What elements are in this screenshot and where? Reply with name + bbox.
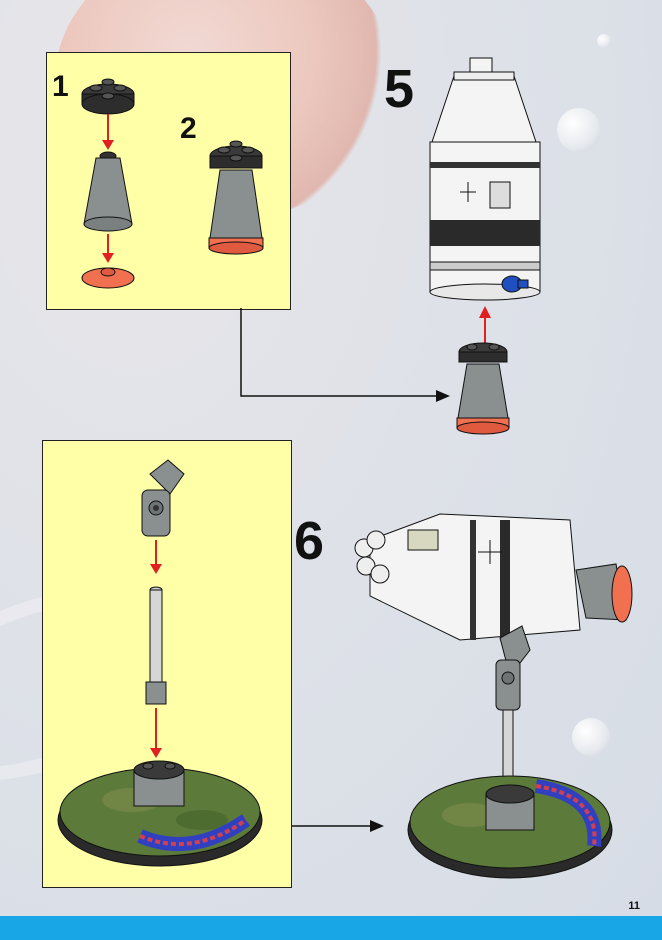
sub-step-number-1: 1	[52, 70, 69, 103]
step-6-illustration	[354, 513, 633, 879]
sub-step-number-2: 2	[180, 112, 197, 145]
sub-assembly-illustration-1	[81, 78, 264, 289]
connector-arrow-bottom	[292, 820, 384, 832]
page-number: 11	[628, 900, 640, 912]
hinge-arm-icon	[141, 459, 185, 537]
display-base-icon	[57, 760, 263, 867]
stand-hinge-icon	[495, 625, 531, 795]
space-capsule-assembled-icon	[354, 513, 633, 641]
booster-icon	[456, 342, 510, 435]
background-moon	[557, 108, 601, 152]
gray-plate-brick-icon	[81, 78, 135, 115]
background-moon-small	[597, 34, 611, 48]
gray-cone-brick-icon	[83, 151, 133, 232]
blue-connector-icon	[501, 275, 529, 293]
footer-bar	[0, 916, 662, 940]
sub-assembly-illustration-2	[57, 459, 263, 867]
stand-base-icon	[407, 775, 613, 879]
background-moon-lower	[572, 718, 610, 756]
connector-arrow-top	[240, 308, 450, 402]
orange-dish-icon	[81, 267, 135, 289]
antenna-rod-icon	[145, 586, 167, 705]
step-number-5: 5	[384, 59, 415, 119]
step-5-illustration	[429, 57, 541, 435]
assembled-booster-icon	[208, 140, 264, 255]
capsule-module-icon	[429, 57, 541, 301]
step-number-6: 6	[294, 511, 325, 571]
